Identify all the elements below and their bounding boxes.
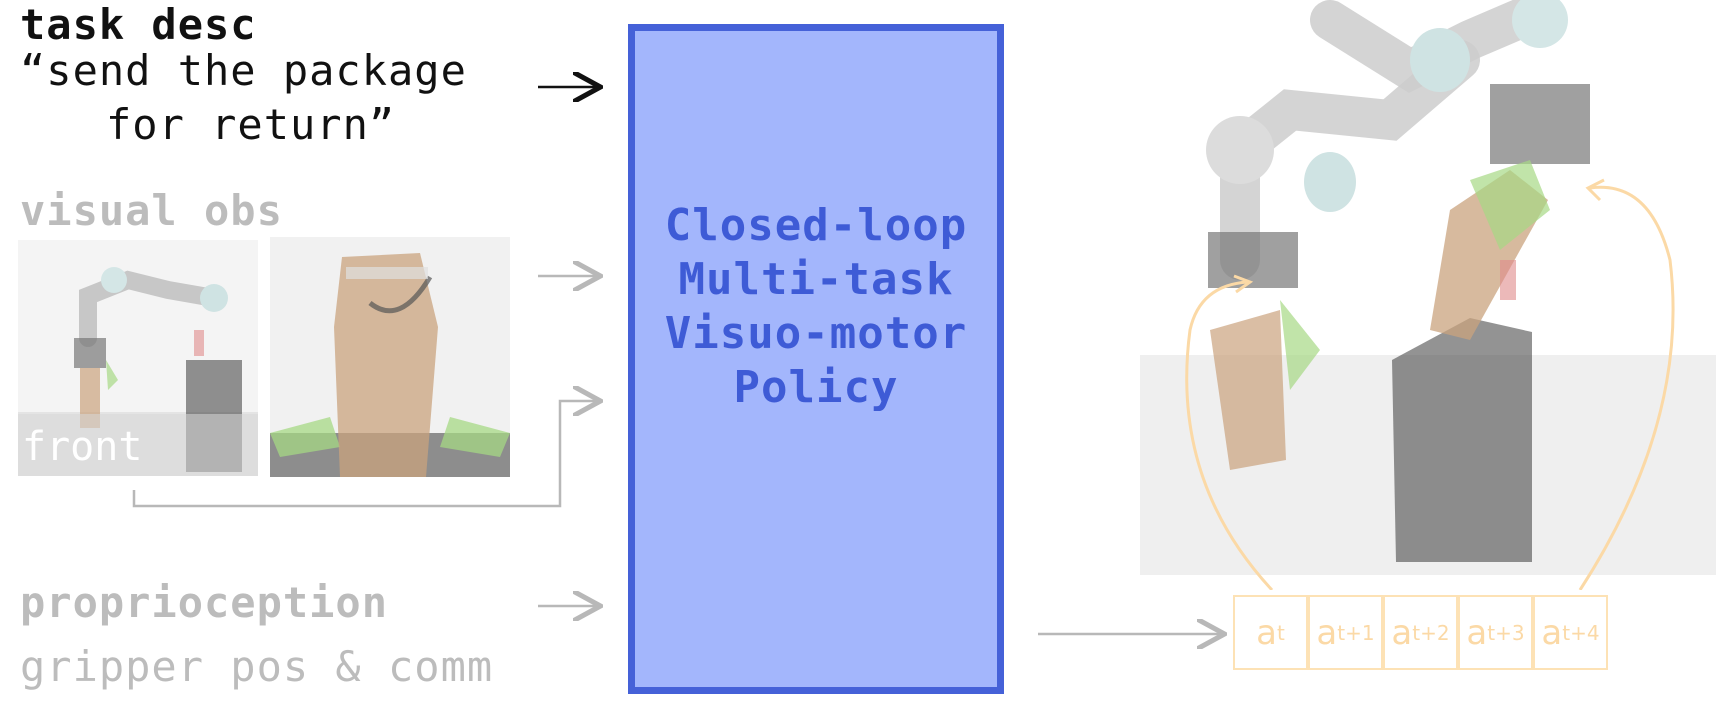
- proprioception-title: proprioception: [20, 578, 389, 627]
- policy-block: Closed-loop Multi-task Visuo-motor Polic…: [628, 24, 1004, 694]
- policy-label: Closed-loop Multi-task Visuo-motor Polic…: [664, 200, 968, 413]
- robot-scene-image: [1140, 0, 1716, 590]
- proprioception-subtitle: gripper pos & comm: [20, 642, 494, 691]
- visual-obs-title: visual obs: [20, 186, 283, 235]
- front-label-band: [18, 414, 258, 476]
- wrist-camera-image: [270, 237, 510, 477]
- front-camera-image: front: [18, 240, 258, 476]
- front-obs-arrow: [132, 401, 598, 508]
- wrist-camera-package-illustration: [270, 237, 510, 477]
- front-camera-label: front: [22, 424, 143, 470]
- task-desc-line2: for return”: [106, 100, 396, 149]
- task-desc-line1: “send the package: [20, 46, 467, 95]
- task-desc-text: “send the package for return”: [20, 44, 467, 152]
- task-desc-title: task desc: [20, 0, 257, 49]
